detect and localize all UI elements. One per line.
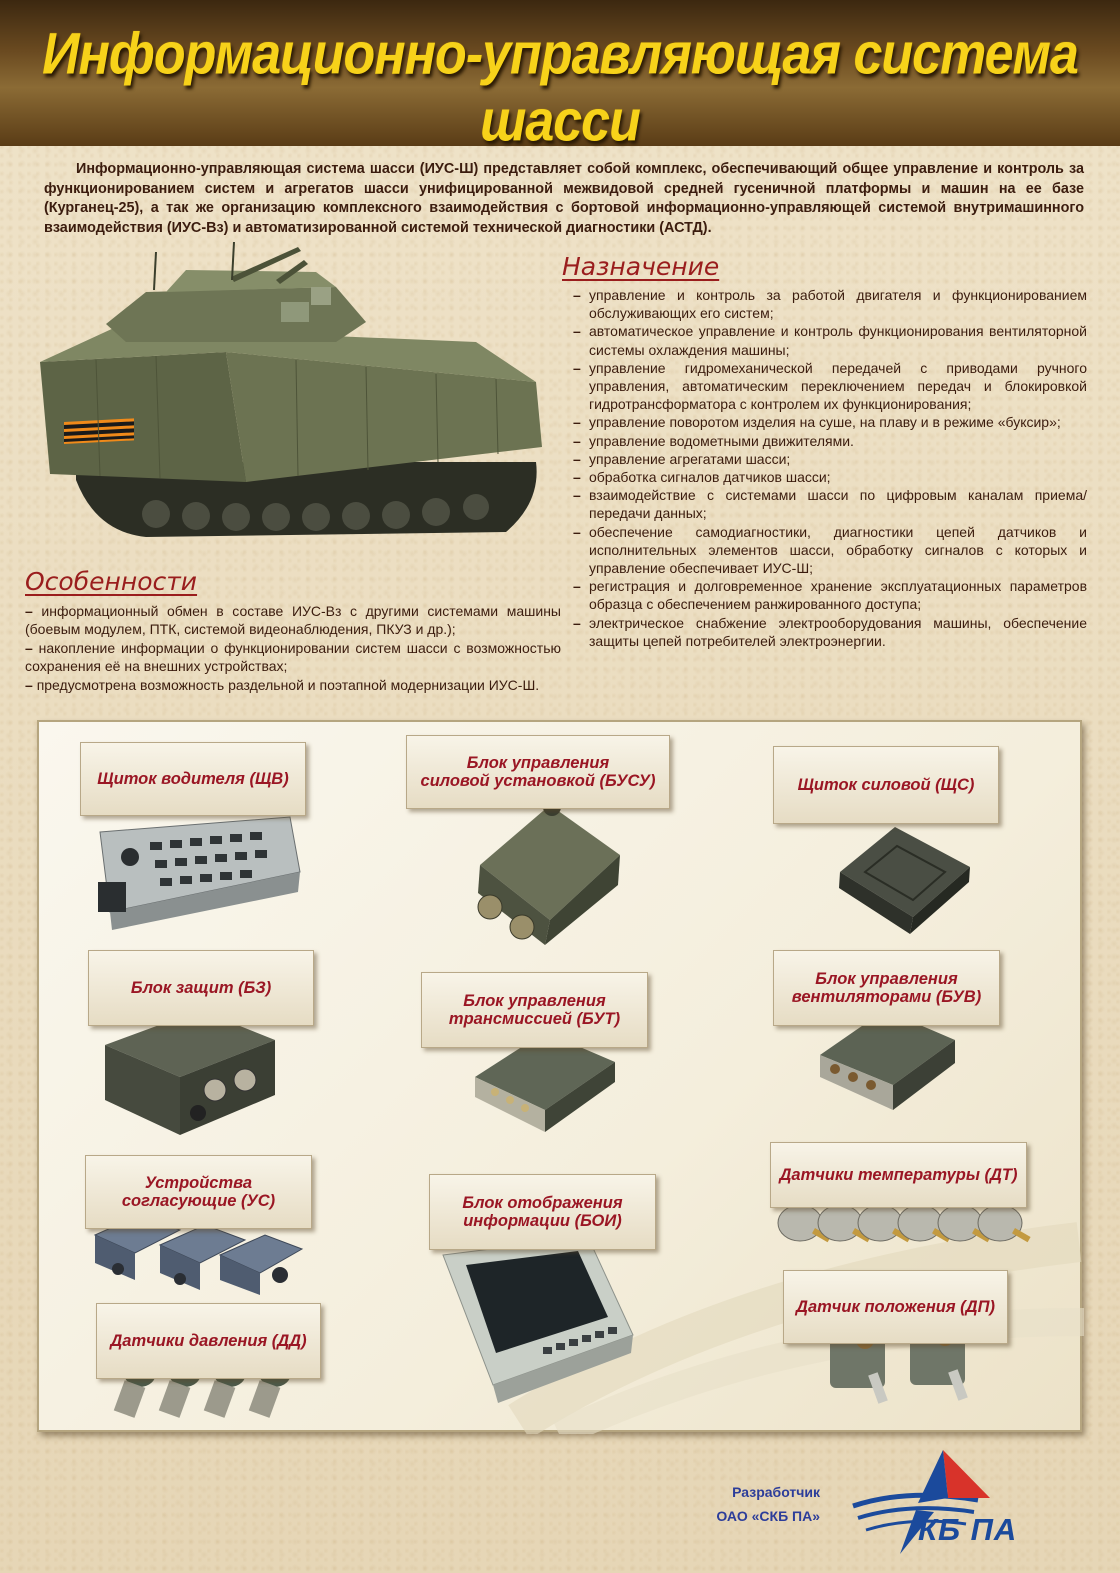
protection-block — [105, 1010, 275, 1135]
purpose-item: регистрация и долговременное хранение эк… — [571, 577, 1087, 613]
purpose-item: автоматическое управление и контроль фун… — [571, 322, 1087, 358]
label-matching-devices: Устройства согласующие (УС) — [85, 1155, 312, 1229]
purpose-item: управление агрегатами шасси; — [571, 450, 1087, 468]
matching-devices — [93, 1214, 304, 1295]
page-title: Информационно-управляющая система шасси — [42, 21, 1079, 155]
label-position-sensor: Датчик положения (ДП) — [783, 1270, 1008, 1344]
features-list: информационный обмен в составе ИУС-Вз с … — [25, 602, 561, 694]
purpose-item: управление и контроль за работой двигате… — [571, 286, 1087, 322]
label-display-unit: Блок отображения информации (БОИ) — [429, 1174, 656, 1250]
power-panel-device — [839, 827, 970, 934]
label-fan-control: Блок управления вентиляторами (БУВ) — [773, 950, 1000, 1026]
purpose-item: обеспечение самодиагностики, диагностики… — [571, 523, 1087, 578]
feature-item: накопление информации о функционировании… — [25, 639, 561, 676]
logo-text: КБ ПА — [918, 1512, 1018, 1547]
features-title: Особенности — [25, 567, 198, 596]
developer-company: ОАО «СКБ ПА» — [716, 1508, 820, 1524]
feature-item: предусмотрена возможность раздельной и п… — [25, 676, 561, 694]
intro-paragraph: Информационно-управляющая система шасси … — [44, 161, 1084, 236]
purpose-title: Назначение — [562, 252, 720, 281]
purpose-item: электрическое снабжение электрооборудова… — [571, 614, 1087, 650]
label-pressure-sensors: Датчики давления (ДД) — [96, 1303, 321, 1379]
purpose-list: управление и контроль за работой двигате… — [571, 286, 1087, 650]
skb-pa-logo — [852, 1450, 990, 1554]
vehicle-illustration — [40, 241, 542, 537]
label-power-panel: Щиток силовой (ЩС) — [773, 746, 999, 824]
transmission-control-block — [475, 1032, 615, 1132]
label-protection-block: Блок защит (БЗ) — [88, 950, 314, 1026]
purpose-item: управление гидромеханической передачей с… — [571, 359, 1087, 414]
purpose-item: взаимодействие с системами шасси по цифр… — [571, 486, 1087, 522]
purpose-item: обработка сигналов датчиков шасси; — [571, 468, 1087, 486]
developer-info: Разработчик ОАО «СКБ ПА» — [700, 1480, 820, 1528]
label-power-unit-control: Блок управления силовой установкой (БУСУ… — [406, 735, 670, 809]
label-transmission-control: Блок управления трансмиссией (БУТ) — [421, 972, 648, 1048]
label-driver-panel: Щиток водителя (ЩВ) — [80, 742, 306, 816]
purpose-item: управление поворотом изделия на суше, на… — [571, 413, 1087, 431]
label-temperature-sensors: Датчики температуры (ДТ) — [770, 1142, 1027, 1208]
display-unit — [442, 1236, 634, 1403]
feature-item: информационный обмен в составе ИУС-Вз с … — [25, 602, 561, 639]
driver-panel-device — [98, 816, 301, 930]
purpose-item: управление водометными движителями. — [571, 432, 1087, 450]
power-unit-control-block — [477, 798, 620, 945]
header-banner: Информационно-управляющая система шасси — [0, 0, 1120, 154]
developer-caption: Разработчик — [732, 1484, 820, 1500]
fan-control-block — [820, 1010, 955, 1110]
